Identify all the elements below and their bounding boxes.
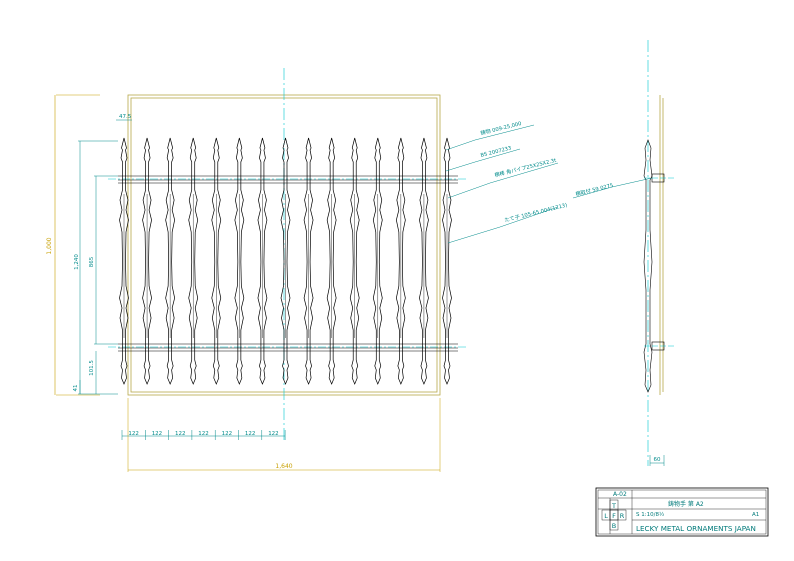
dim-bottom-offset: 41 <box>73 385 79 392</box>
picket <box>349 137 360 385</box>
picket <box>234 137 245 385</box>
picket <box>119 137 129 385</box>
tb-scale: S 1:10/8½ <box>636 511 664 518</box>
dim-top-offset: 47.5 <box>119 114 132 120</box>
picket <box>303 137 314 385</box>
callouts <box>445 124 559 244</box>
picket <box>326 137 337 385</box>
tb-company: LECKY METAL ORNAMENTS JAPAN <box>636 524 756 533</box>
tb-sheet: A1 <box>752 512 759 518</box>
picket <box>280 137 291 385</box>
tb-view-front: F <box>612 512 616 520</box>
dim-overall-width: 1,640 <box>275 463 292 470</box>
pitch-label: 122 <box>128 431 139 437</box>
picket <box>165 137 176 385</box>
pitch-label: 122 <box>222 431 233 437</box>
callout-1: 鋳物 009-25,000 <box>480 119 523 137</box>
tb-view-left: L <box>604 512 608 520</box>
pitch-label: 122 <box>268 431 279 437</box>
side-view <box>572 40 676 466</box>
bottom-rail <box>118 343 458 352</box>
picket <box>372 137 383 385</box>
top-rail <box>118 175 458 184</box>
picket <box>257 137 268 385</box>
pitch-label: 122 <box>175 431 186 437</box>
left-dimensions: 1,000 1,240 865 101.5 41 47.5 <box>46 94 132 396</box>
picket <box>142 137 152 385</box>
pitch-label: 122 <box>198 431 209 437</box>
dim-bottom-rail: 101.5 <box>89 360 95 376</box>
tb-title: 鋳物手 第 A2 <box>668 500 704 508</box>
dim-height: 1,240 <box>74 254 80 270</box>
tb-drawing-no: A-02 <box>613 491 627 498</box>
tb-view-bottom: B <box>612 522 616 530</box>
pitch-dimensions: 122 122 122 122 122 122 122 <box>121 430 286 440</box>
dim-overall-height: 1,000 <box>46 237 53 254</box>
pickets <box>119 137 452 385</box>
callout-4: たて子 105-65,004(1213) <box>504 202 568 224</box>
tb-view-top: T <box>611 502 616 510</box>
side-width-dimension: 60 <box>654 457 661 463</box>
overall-width-dimension: 1,640 <box>127 398 441 472</box>
picket <box>211 137 222 385</box>
dim-rail-span: 865 <box>89 256 95 267</box>
side-callout: 横取付 59 0275 <box>575 181 614 198</box>
callout-3: 横棒 角パイプ25X25X2.3t <box>494 156 557 179</box>
pitch-label: 122 <box>152 431 163 437</box>
callout-2: BS 2007233 <box>480 145 512 158</box>
picket <box>419 137 429 385</box>
pitch-label: 122 <box>245 431 256 437</box>
picket <box>442 137 452 385</box>
picket <box>188 137 199 385</box>
picket <box>395 137 406 385</box>
title-block <box>595 487 769 537</box>
tb-view-right: R <box>620 512 625 520</box>
